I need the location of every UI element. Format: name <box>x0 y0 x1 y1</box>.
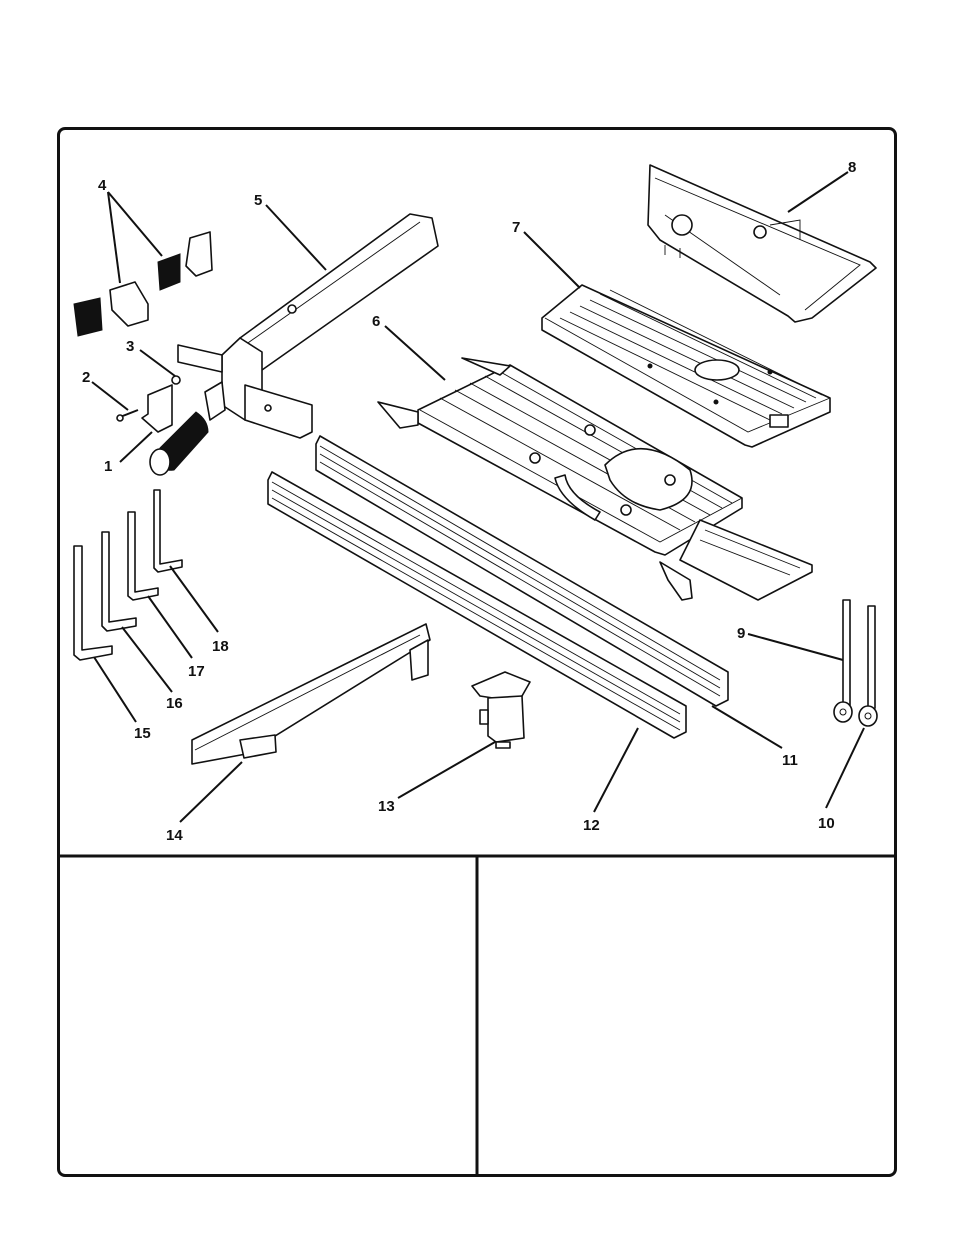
callout-13: 13 <box>378 798 395 815</box>
leader-3 <box>140 350 175 376</box>
part-18-hex-key <box>154 490 182 572</box>
callout-9: 9 <box>737 625 745 642</box>
part-3-nut <box>172 376 180 384</box>
leader-4b <box>108 192 120 283</box>
callout-2: 2 <box>82 369 90 386</box>
leader-15 <box>94 657 136 722</box>
leader-2 <box>92 382 128 410</box>
leader-9 <box>748 634 843 660</box>
leader-13 <box>398 742 495 798</box>
leader-7 <box>524 232 580 288</box>
part-1-bracket <box>142 385 172 432</box>
leader-8 <box>788 172 848 212</box>
part-13-lock-knob <box>472 672 530 748</box>
leader-17 <box>148 596 192 658</box>
leader-1 <box>120 432 152 462</box>
callout-15: 15 <box>134 725 151 742</box>
part-9-wrench <box>834 600 852 722</box>
part-4-clips <box>74 232 212 336</box>
callout-3: 3 <box>126 338 134 355</box>
part-2-screw <box>117 410 138 421</box>
callout-16: 16 <box>166 695 183 712</box>
part-8-blade-guard <box>648 165 876 322</box>
callout-7: 7 <box>512 219 520 236</box>
leader-6 <box>385 326 445 380</box>
callout-8: 8 <box>848 159 856 176</box>
leader-18 <box>170 566 218 632</box>
leader-11 <box>712 706 782 748</box>
callout-12: 12 <box>583 817 600 834</box>
callout-14: 14 <box>166 827 183 844</box>
callout-18: 18 <box>212 638 229 655</box>
leader-16 <box>122 627 172 692</box>
leader-12 <box>594 728 638 812</box>
callout-6: 6 <box>372 313 380 330</box>
leader-14 <box>180 762 242 822</box>
callout-11: 11 <box>782 752 798 769</box>
callout-4: 4 <box>98 177 107 194</box>
leader-10 <box>826 728 864 808</box>
callout-1: 1 <box>104 458 112 475</box>
callout-10: 10 <box>818 815 835 832</box>
part-10-wrench <box>859 606 877 726</box>
callout-17: 17 <box>188 663 205 680</box>
callout-5: 5 <box>254 192 262 209</box>
leader-5 <box>266 205 326 270</box>
